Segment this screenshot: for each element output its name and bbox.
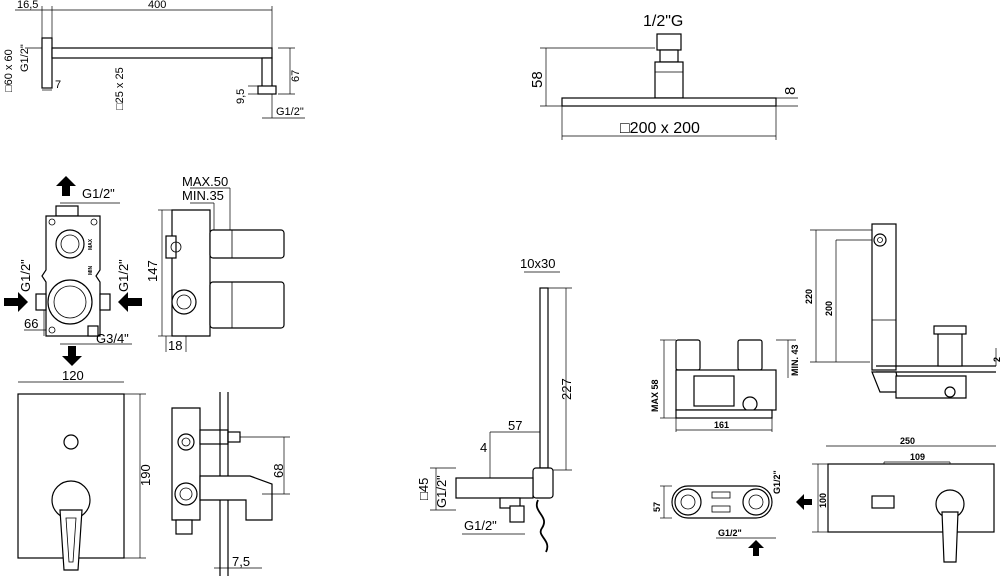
dim-gap: 4 <box>480 440 487 455</box>
head-nut <box>656 33 682 51</box>
dim-spout-front-width: 250 <box>900 436 915 446</box>
dim-trim-height: 190 <box>138 464 153 486</box>
dim-spout-front-height: 100 <box>818 493 828 508</box>
dim-mixer-min: MIN. 43 <box>790 344 800 376</box>
wall-spout-side-drawing: 220 200 2 <box>804 223 1000 399</box>
dim-bar-section: 10x30 <box>520 256 555 271</box>
dim-trim-width: 120 <box>62 368 84 383</box>
shower-hose <box>535 499 549 553</box>
diverter-knob <box>63 434 79 450</box>
arm-drop <box>261 57 273 89</box>
arrow-up-icon <box>748 540 764 556</box>
dim-installed-handle: 68 <box>271 464 286 478</box>
dim-mixer-width: 161 <box>714 420 729 430</box>
valve-main-port <box>47 279 93 325</box>
dim-arm-drop: 67 <box>290 70 302 82</box>
dim-reach: 57 <box>508 418 522 433</box>
head-joint <box>659 49 679 63</box>
hand-shower-drawing: 10x30 227 57 4 □45 G1/2" G1/2" <box>416 256 574 553</box>
basin-mixer-front-drawing: MAX 58 MIN. 43 161 <box>650 339 800 432</box>
dim-tube-size: □25 x 25 <box>114 67 126 110</box>
spout-knob <box>937 329 963 367</box>
dim-plate-depth: 7 <box>55 79 61 91</box>
shower-head-drawing: 1/2"G 58 8 □200 x 200 <box>529 13 799 140</box>
cartridge-upper <box>209 229 285 259</box>
dim-bar-length: 227 <box>559 378 574 400</box>
dim-side-height: 147 <box>145 260 160 282</box>
dim-installed-plate: 7,5 <box>232 554 250 569</box>
shower-arm-drawing: 16,5 400 □60 x 60 G1/2" 7 □25 x 25 67 9,… <box>3 0 305 119</box>
handle-lever <box>59 509 83 571</box>
dim-spout-outer: 220 <box>804 289 814 304</box>
mixer-top-left <box>674 488 702 516</box>
dim-valve-left: G1/2" <box>18 259 33 292</box>
spout-column <box>871 223 897 371</box>
valve-side-body <box>171 209 211 337</box>
spout-outlet <box>871 495 895 509</box>
dim-side-min: MIN.35 <box>182 188 224 203</box>
dim-mixer-max: MAX 58 <box>650 379 660 412</box>
head-body <box>654 61 684 99</box>
dim-head-connection: 1/2"G <box>643 13 683 30</box>
dim-valve-bottom: G3/4" <box>96 331 129 346</box>
dim-holder-outlet: G1/2" <box>464 518 497 533</box>
cartridge-lower <box>209 281 285 329</box>
valve-right-inlet <box>99 293 111 311</box>
arrow-right-icon <box>4 292 28 312</box>
wall-plate <box>41 37 53 89</box>
dim-side-max: MAX.50 <box>182 174 228 189</box>
head-plate <box>561 97 777 107</box>
dim-wall-thread: G1/2" <box>19 44 31 72</box>
dim-head-size: □200 x 200 <box>620 120 700 137</box>
trim-plate-drawing: 120 190 <box>17 368 153 571</box>
dim-side-base: 18 <box>168 338 182 353</box>
dim-valve-right: G1/2" <box>116 259 131 292</box>
dim-spout-spacing: 109 <box>910 452 925 462</box>
dim-holder-plate: □45 <box>416 478 431 500</box>
wall-spout-front-drawing: 250 109 100 <box>812 436 996 563</box>
arm-tube <box>51 47 273 59</box>
dim-arm-length: 400 <box>148 0 166 11</box>
spout-handle-lever <box>941 511 959 563</box>
dim-holder-inlet: G1/2" <box>434 475 449 508</box>
dim-head-height: 58 <box>529 71 546 88</box>
installed-side-drawing: 68 7,5 <box>171 392 290 576</box>
valve-upper-port <box>55 229 85 259</box>
dim-valve-top: G1/2" <box>82 186 115 201</box>
shower-holder <box>532 467 554 499</box>
mixer-top-right <box>742 488 770 516</box>
wall-outlet <box>455 477 534 499</box>
arrow-up-icon <box>56 176 76 196</box>
valve-body-front-drawing: G1/2" MAX MIN G1/2" G1/2" 66 G3/4" <box>4 176 142 366</box>
valve-left-inlet <box>35 293 47 311</box>
arrow-left-icon <box>796 494 812 510</box>
valve-body-side-drawing: MAX.50 MIN.35 147 18 <box>145 174 285 353</box>
spout-base <box>895 375 967 399</box>
basin-mixer-top-drawing: 57 G1/2" G1/2" <box>652 470 812 556</box>
dim-mixer-depth: 57 <box>652 502 662 512</box>
dim-valve-center: 66 <box>24 316 38 331</box>
mark-max: MAX <box>88 238 94 250</box>
dim-arm-end: 9,5 <box>235 89 247 104</box>
arm-outlet <box>257 85 277 95</box>
dim-head-thickness: 8 <box>782 87 799 95</box>
arrow-left-icon <box>118 292 142 312</box>
dim-mixer-inlet-bottom: G1/2" <box>718 528 742 538</box>
spout-plate <box>827 463 995 533</box>
mark-min: MIN <box>88 265 94 275</box>
dim-spout-inner: 200 <box>824 301 834 316</box>
mixer-handle-left <box>675 339 701 371</box>
dim-arm-outlet: G1/2" <box>276 106 304 118</box>
dim-wall-plate: □60 x 60 <box>3 49 15 92</box>
mixer-handle-right <box>737 339 763 371</box>
dim-arm-offset: 16,5 <box>17 0 38 11</box>
installed-handle <box>199 475 273 521</box>
shower-bar <box>539 287 549 469</box>
dim-spout-plate: 2 <box>992 357 1000 362</box>
valve-top-inlet <box>55 205 79 217</box>
arrow-down-icon <box>62 346 82 366</box>
dim-mixer-inlet-top: G1/2" <box>772 470 782 494</box>
